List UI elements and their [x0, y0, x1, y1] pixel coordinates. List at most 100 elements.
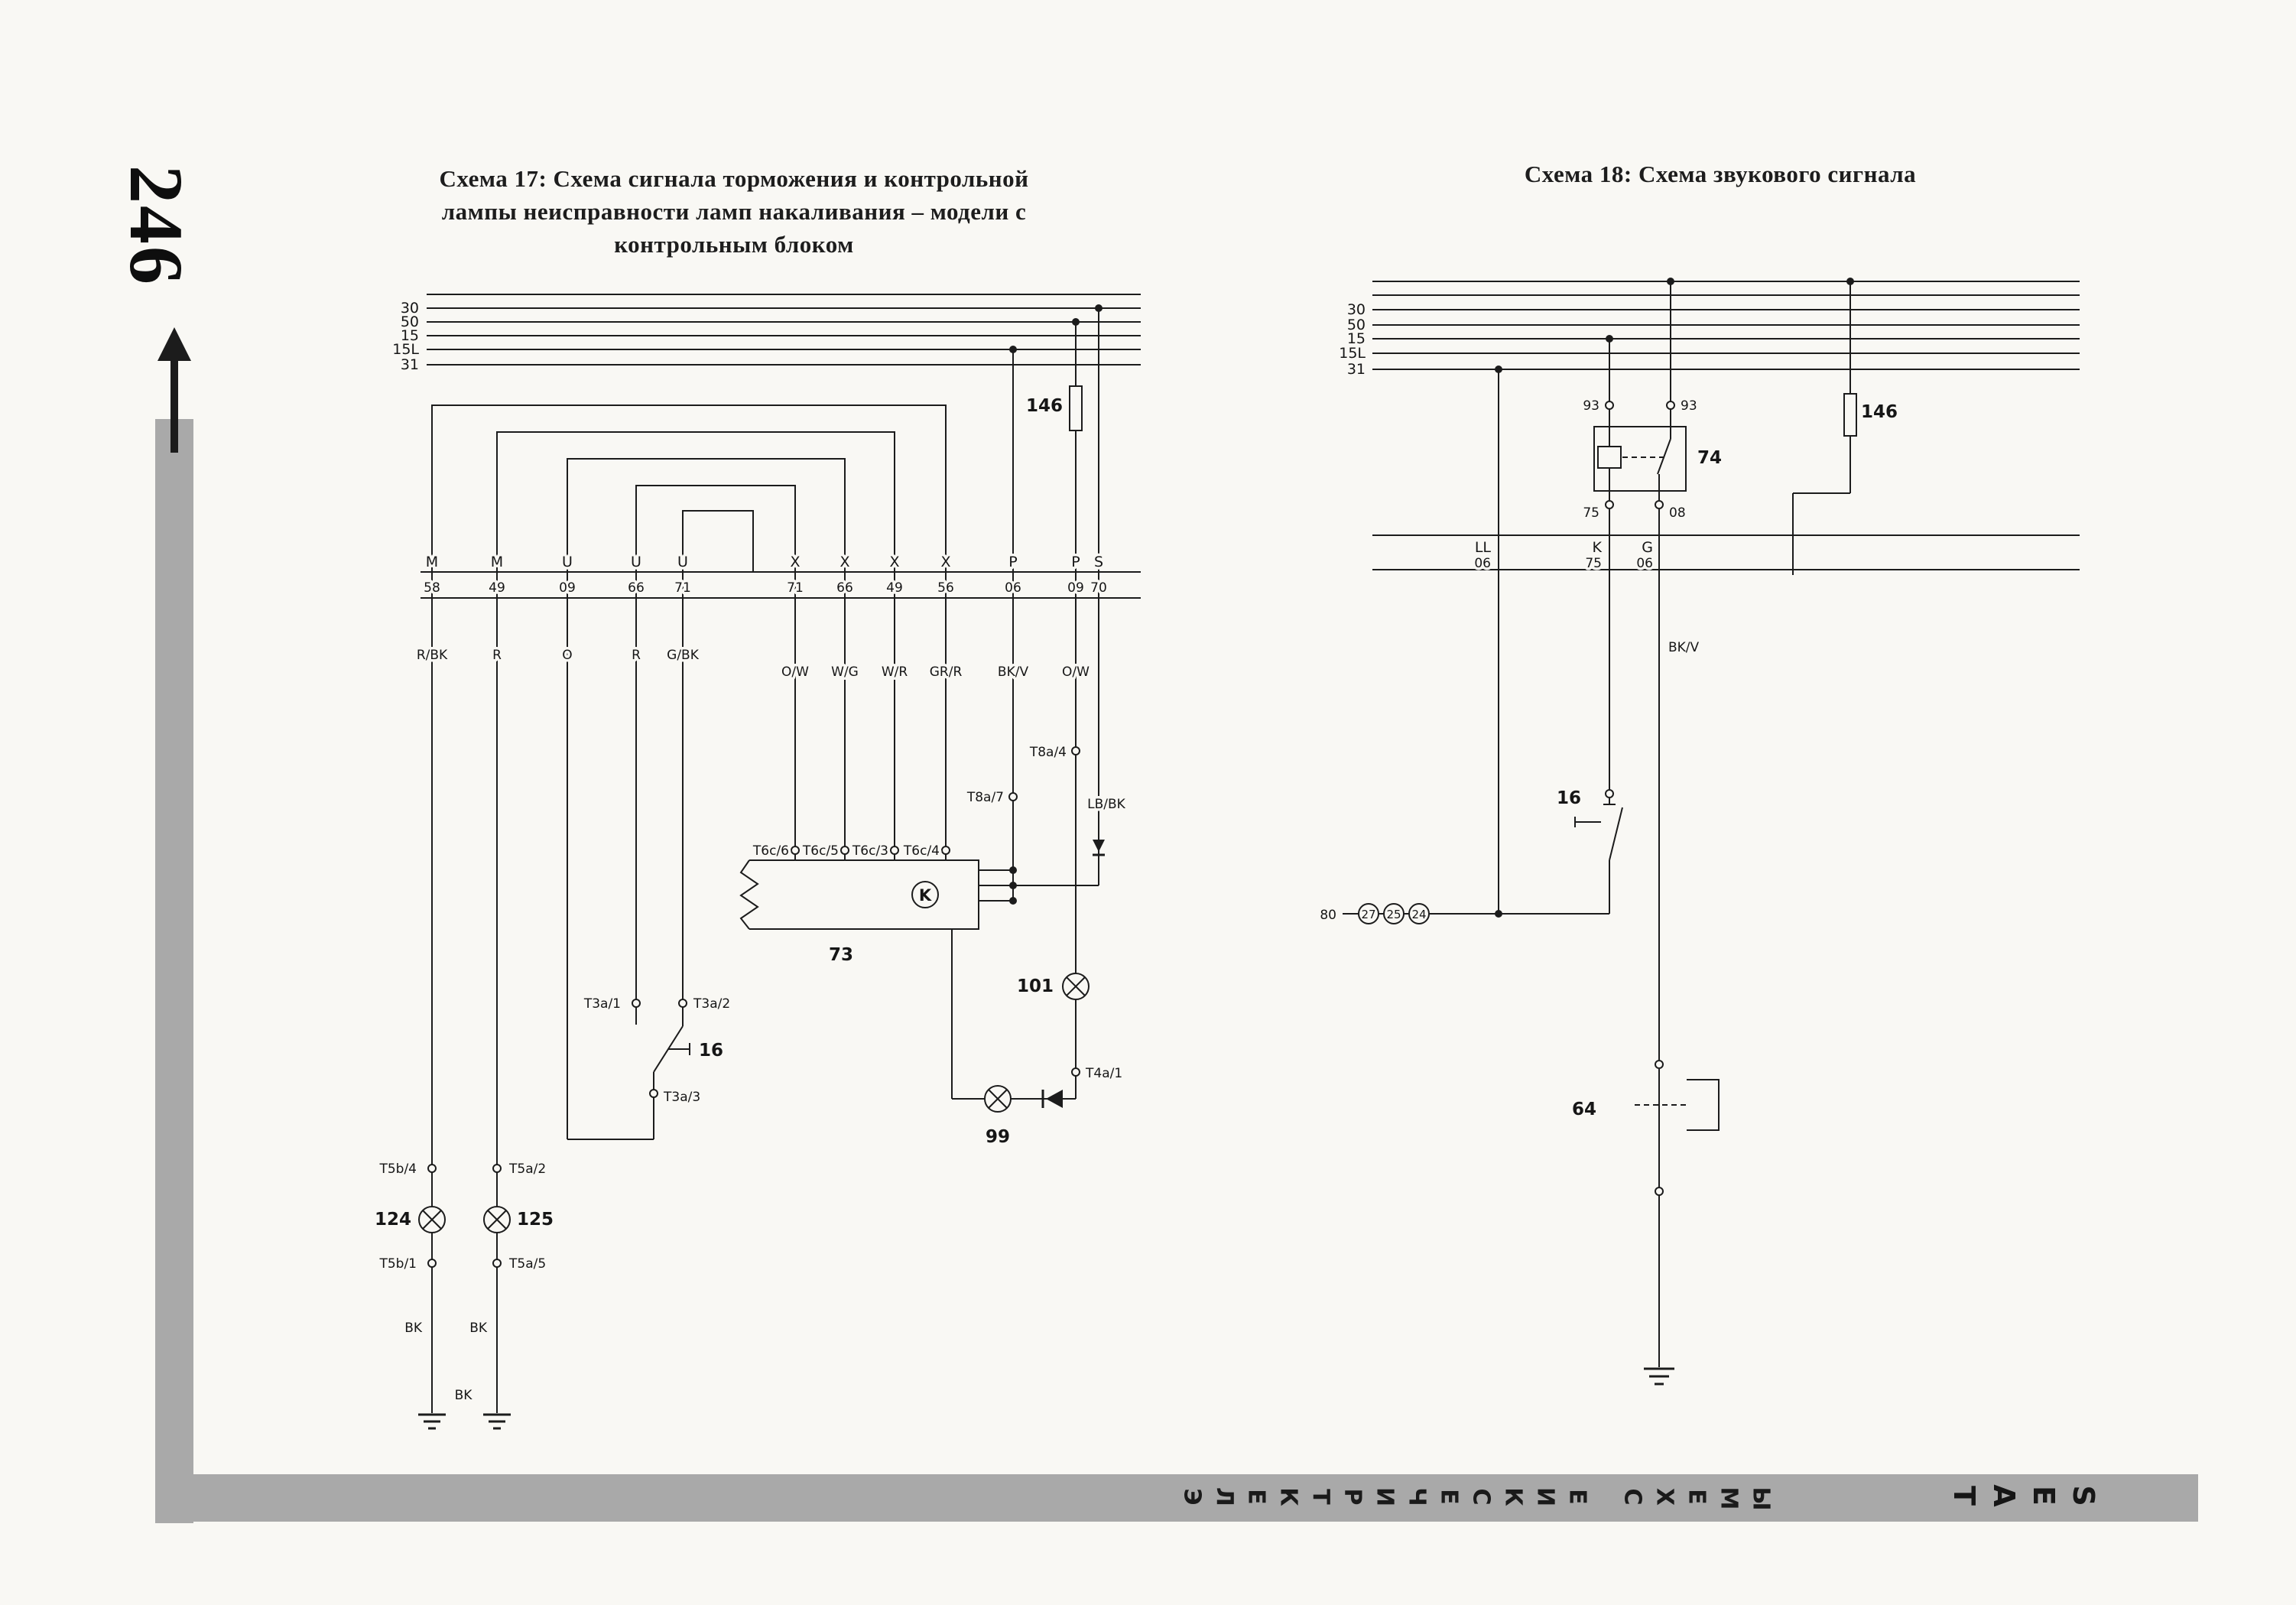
wire-color-label: BK/V	[998, 664, 1029, 680]
scheme17-terminal-strip	[421, 571, 1141, 599]
terminal-number: 66	[628, 580, 645, 596]
terminal-ll: LL	[1475, 539, 1492, 556]
connector-25: 25	[1386, 908, 1401, 921]
terminal-letter: X	[889, 554, 899, 570]
wire-color-label: R	[492, 648, 502, 663]
connector-label-t5b1: T5b/1	[378, 1256, 417, 1272]
connector-27: 27	[1361, 908, 1375, 921]
fuse-146-scheme17: 146	[1023, 318, 1083, 572]
bus-label-scheme18: 31	[1347, 361, 1366, 378]
scheme17-title-line1: Схема 17: Схема сигнала торможения и кон…	[439, 165, 1029, 192]
connector-80: 80	[1320, 908, 1336, 923]
relay-label: 74	[1697, 448, 1722, 468]
wire-color-lbbk: LB/BK	[1087, 797, 1126, 812]
relay-coil	[1597, 446, 1622, 469]
scheme18-lower-wiring: BK/V 16	[1343, 366, 1702, 1367]
lamp-101-label: 101	[1017, 976, 1054, 996]
scheme17-connectors	[427, 746, 1080, 1268]
terminal-number: 49	[886, 580, 903, 596]
wire-color-label: R	[632, 648, 641, 663]
bus-label-scheme17: 31	[401, 356, 419, 373]
terminal-g: G	[1642, 539, 1653, 556]
bus-label-scheme18: 30	[1347, 301, 1366, 318]
brake-switch-label: 16	[699, 1041, 723, 1061]
scheme18-bus-lines	[1372, 281, 2080, 370]
fuse-146-scheme18: 146	[1792, 278, 1901, 575]
bus-label-scheme17: 30	[401, 300, 419, 317]
lamp-125-label: 125	[517, 1210, 554, 1230]
connector-24: 24	[1411, 908, 1426, 921]
relay-pin-bottom-right: 08	[1669, 505, 1686, 521]
control-unit-symbol: K	[919, 886, 932, 905]
relay-pin-top-right: 93	[1681, 398, 1697, 414]
terminal-letter: P	[1008, 554, 1017, 570]
terminal-letter: X	[940, 554, 950, 570]
scheme17-title-line3: контрольным блоком	[614, 231, 854, 258]
terminal-number: 56	[937, 580, 954, 596]
bus-label-scheme18: 50	[1347, 317, 1366, 333]
scheme18-diagram: 93 93 75 08 74 146 LL	[1317, 278, 2080, 1386]
wire-color-label: G/BK	[667, 648, 700, 663]
connector-label-t4a1: T4a/1	[1085, 1066, 1122, 1081]
scheme18-terminal-strip: LL 06 K 75 G 06	[1372, 530, 2080, 575]
scheme17-diagram: 146	[372, 294, 1141, 1430]
connector-label-t5b4: T5b/4	[378, 1162, 417, 1177]
fuse-label: 146	[1861, 402, 1898, 422]
connector-label-t6c3: T6c/3	[852, 843, 888, 859]
wire-color-bk-bottom: BK	[455, 1388, 473, 1403]
terminal-letter: M	[491, 554, 503, 570]
terminal-number: 71	[787, 580, 804, 596]
wire-color-bk-right: BK	[469, 1321, 488, 1336]
connector-label-t8a7: T8a/7	[966, 790, 1004, 805]
terminal-letter: M	[426, 554, 438, 570]
terminal-letter: U	[677, 554, 688, 570]
brake-switch-16: 16	[697, 1038, 726, 1064]
scheme17-bus-lines	[427, 294, 1141, 366]
scheme17-title-line2: лампы неисправности ламп накаливания – м…	[441, 198, 1027, 225]
terminal-number: 58	[424, 580, 440, 596]
bus-label-scheme18: 15	[1347, 330, 1366, 347]
relay-pin-bottom-left: 75	[1583, 505, 1599, 521]
horn-switch-blade	[1609, 807, 1623, 861]
sidebar-strip	[155, 419, 193, 1523]
wire-color-bkv: BK/V	[1668, 640, 1700, 655]
terminal-letter: X	[839, 554, 849, 570]
terminal-letter: U	[562, 554, 573, 570]
terminal-ll-num: 06	[1474, 556, 1491, 571]
terminal-k-num: 75	[1585, 556, 1602, 571]
terminal-number: 66	[836, 580, 853, 596]
bus-label-scheme17: 50	[401, 314, 419, 330]
scheme17-title: Схема 17: Схема сигнала торможения и кон…	[291, 162, 1177, 261]
horn-relay-74: 93 93 75 08 74	[1580, 278, 1722, 535]
terminal-number: 09	[559, 580, 576, 596]
connector-label-t6c4: T6c/4	[903, 843, 940, 859]
connector-label-t3a1: T3a/1	[583, 996, 621, 1012]
lamp-124: 124	[372, 1206, 446, 1233]
bus-label-scheme18: 15L	[1339, 345, 1366, 362]
connector-label-t6c6: T6c/6	[752, 843, 789, 859]
scheme18-title: Схема 18: Схема звукового сигнала	[1524, 161, 1917, 187]
scheme17-connector-labels: T5b/4 T5a/2 T5b/1 T5a/5 T3a/1 T3a/2 T3a/…	[376, 742, 1129, 1406]
lamp-99: 99	[984, 1085, 1012, 1147]
wire-color-bk-left: BK	[404, 1321, 423, 1336]
connector-label-t3a3: T3a/3	[663, 1090, 700, 1105]
terminal-number: 70	[1090, 580, 1107, 596]
terminal-number: 71	[674, 580, 691, 596]
wire-color-label: W/G	[831, 664, 859, 680]
wire-color-label: W/R	[882, 664, 908, 680]
lamp-125: 125	[483, 1206, 557, 1233]
terminal-number: 49	[489, 580, 505, 596]
terminal-letter: U	[631, 554, 641, 570]
horn-switch-label: 16	[1557, 788, 1581, 808]
terminal-g-num: 06	[1636, 556, 1653, 571]
wire-color-label: O	[562, 648, 572, 663]
connector-label-t5a2: T5a/2	[508, 1162, 546, 1177]
horn-label: 64	[1572, 1100, 1596, 1119]
diode-lamp99	[1041, 1090, 1063, 1108]
terminal-letter: X	[790, 554, 800, 570]
terminal-k: K	[1593, 539, 1603, 556]
ground-connector-chain: 27 25 24 80	[1317, 903, 1430, 926]
